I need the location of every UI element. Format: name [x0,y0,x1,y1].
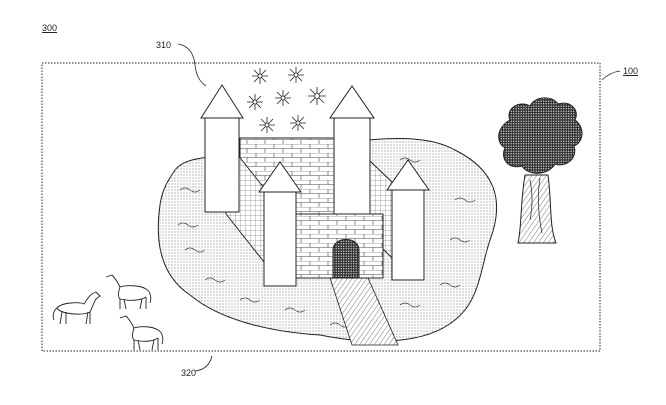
firework-icon [290,115,306,131]
tower-front-right [392,188,424,280]
firework-icon [308,87,326,105]
tower-front-left [264,190,296,286]
tower-back-right [334,116,370,214]
horse-icon [106,275,151,309]
castle-gate [333,240,359,279]
firework-icon [288,67,304,83]
tree-icon [499,98,582,243]
horse-icon [53,292,100,324]
fireworks [247,67,326,133]
firework-icon [247,94,263,110]
leader-line-310 [178,44,206,86]
firework-icon [259,117,275,133]
firework-icon [252,68,268,84]
horse-icon [120,316,163,350]
tower-roof-back-right [330,86,374,118]
firework-icon [275,90,291,106]
leader-line-100 [602,71,620,80]
leader-line-320 [195,356,212,371]
horses [53,275,163,350]
tower-roof-back-left [201,85,243,118]
tower-back-left [205,116,239,212]
